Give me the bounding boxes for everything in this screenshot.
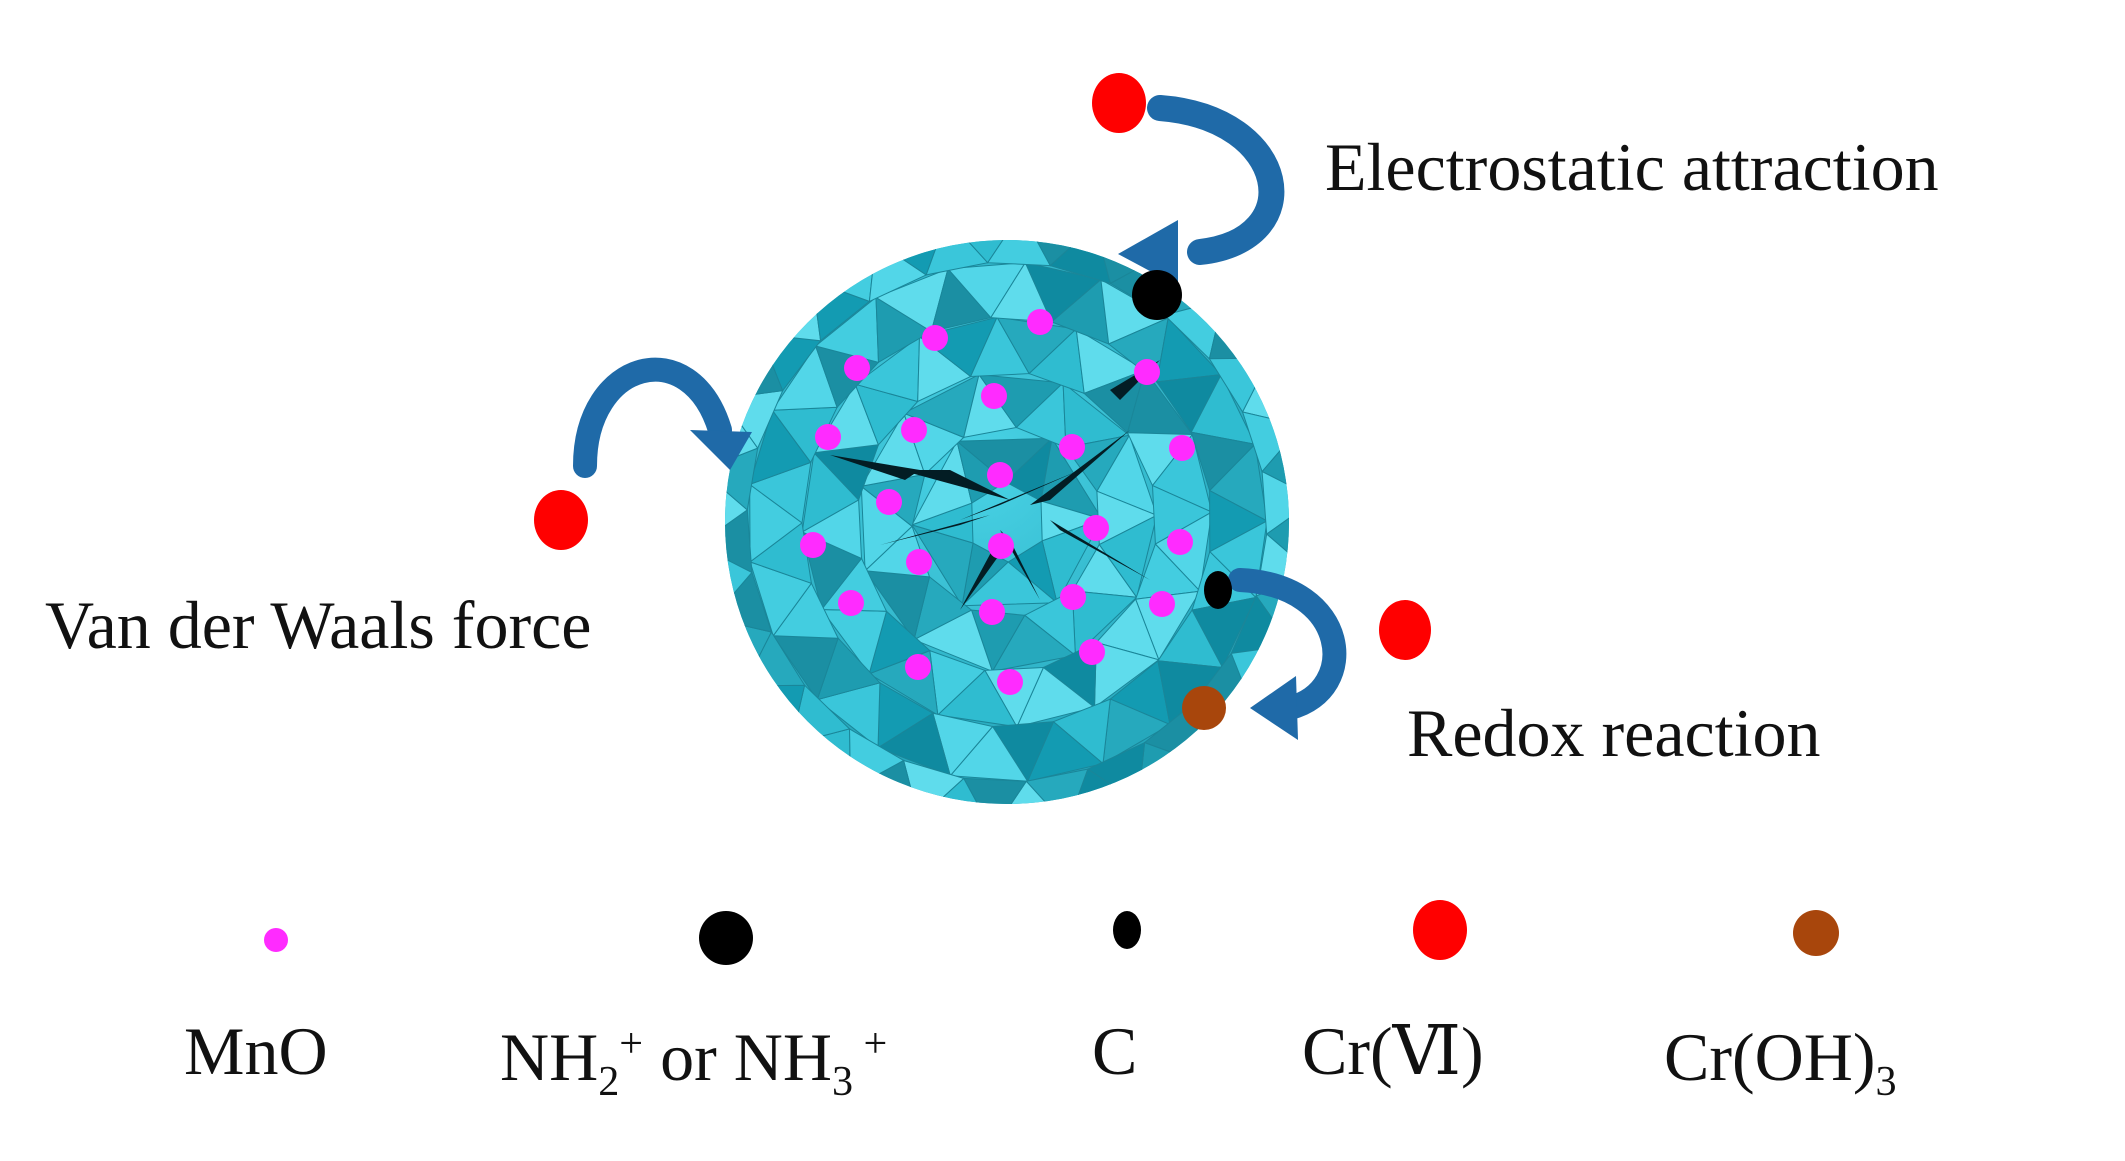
sphere-facet	[742, 684, 806, 746]
van-der-waals-label: Van der Waals force	[45, 587, 592, 663]
sphere-facet	[986, 240, 1052, 267]
mno-dot	[905, 654, 931, 680]
mno-dot	[1134, 359, 1160, 385]
croh3-particle	[1182, 686, 1226, 730]
mno-dot	[997, 669, 1023, 695]
mno-dot	[1060, 584, 1086, 610]
mno-dot	[1149, 591, 1175, 617]
legend-symbols	[264, 900, 1839, 965]
sphere-crack	[1050, 520, 1150, 580]
sphere-crack	[900, 470, 1010, 500]
mno-particles	[800, 309, 1195, 695]
mno-dot	[922, 325, 948, 351]
electrostatic-arrow	[1118, 95, 1285, 286]
mno-dot	[838, 590, 864, 616]
sphere-facet	[1137, 741, 1203, 804]
cr6-ion-right	[1379, 600, 1431, 660]
mno-dot	[901, 417, 927, 443]
legend-mno-symbol	[264, 928, 288, 952]
sphere-crack	[1030, 430, 1130, 505]
sphere-facet	[811, 240, 877, 303]
redox-arrow	[1228, 568, 1347, 740]
mno-dot	[1027, 309, 1053, 335]
electrostatic-attraction-label: Electrostatic attraction	[1325, 129, 1939, 205]
mno-dot	[876, 489, 902, 515]
sphere-facet	[1261, 470, 1289, 536]
sphere-facet	[1098, 514, 1158, 599]
sphere-facet	[1208, 298, 1272, 360]
legend-nh-label: NH2+ or NH3 +	[500, 1019, 888, 1105]
sphere-facet	[936, 669, 1018, 728]
mno-dot	[1079, 639, 1105, 665]
sphere-facet	[960, 561, 1059, 607]
redox-reaction-label: Redox reaction	[1407, 695, 1821, 771]
legend-croh3-symbol	[1793, 910, 1839, 956]
legend-cr6-symbol	[1413, 900, 1467, 960]
cr6-ion-top	[1092, 73, 1146, 133]
carbon-right	[1204, 571, 1232, 609]
mno-dot	[979, 599, 1005, 625]
mno-dot	[1167, 529, 1193, 555]
mno-dot	[987, 462, 1013, 488]
nanoparticle-sphere	[725, 240, 1289, 804]
mno-dot	[1059, 434, 1085, 460]
legend-croh3-label: Cr(OH)3	[1664, 1019, 1897, 1105]
sphere-facet	[725, 508, 753, 574]
mno-dot	[906, 549, 932, 575]
legend-c-symbol	[1113, 911, 1141, 949]
mno-dot	[1169, 435, 1195, 461]
sphere-facet	[759, 279, 822, 342]
sphere-crack	[960, 470, 1080, 520]
legend-c-label: C	[1092, 1013, 1138, 1089]
cr6-ion-left	[534, 490, 588, 550]
mno-dot	[981, 383, 1007, 409]
sphere-crack	[880, 515, 990, 545]
sphere-facet	[789, 728, 851, 791]
sphere-facet	[962, 777, 1028, 804]
mno-dot	[988, 533, 1014, 559]
nh-group-top	[1132, 270, 1182, 320]
legend-mno-label: MnO	[184, 1013, 328, 1089]
mno-dot	[815, 424, 841, 450]
mno-dot	[1083, 515, 1109, 541]
mno-dot	[800, 532, 826, 558]
legend-cr6-label: Cr(Ⅵ)	[1302, 1013, 1484, 1089]
legend-nh-symbol	[699, 911, 753, 965]
sphere-crack	[830, 455, 920, 480]
vdw-arrow	[573, 357, 752, 478]
mno-dot	[844, 355, 870, 381]
